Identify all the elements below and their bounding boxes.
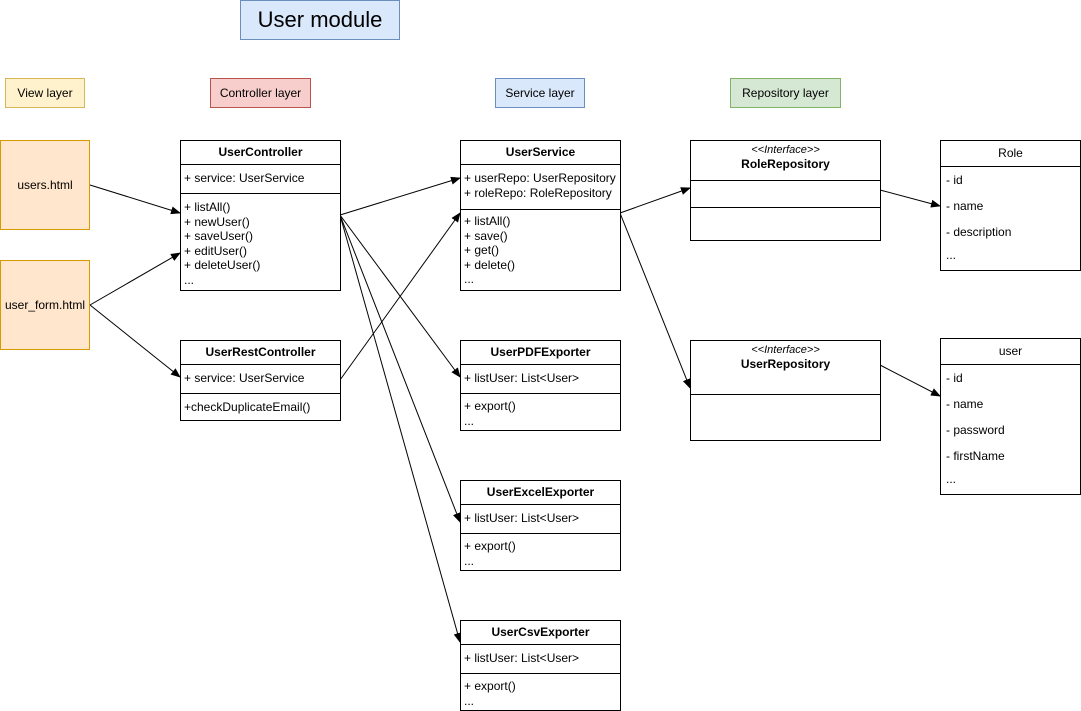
edge-users-to-usercontroller <box>89 184 181 215</box>
method: + get() <box>464 243 500 257</box>
class-name: UserExcelExporter <box>486 485 595 499</box>
entity-name: Role <box>941 141 1080 167</box>
methods-section: + listAll() + newUser() + saveUser() + e… <box>181 193 340 289</box>
attributes-section: + listUser: List<User> <box>461 644 620 673</box>
method: + export() <box>464 539 516 553</box>
method: +checkDuplicateEmail() <box>184 400 311 414</box>
members-section <box>691 394 880 440</box>
methods-section <box>691 207 880 240</box>
entity-field: - description <box>946 225 1012 239</box>
entity-field: - name <box>946 199 984 213</box>
user-pdf-exporter-class: UserPDFExporter + listUser: List<User> +… <box>460 340 621 431</box>
edge-rolerepository-to-role <box>879 189 941 208</box>
attributes-section <box>691 180 880 207</box>
role-entity: Role - id - name - description ... <box>940 140 1081 271</box>
method: + listAll() <box>184 200 231 214</box>
method: + deleteUser() <box>184 258 261 272</box>
attributes-section: + userRepo: UserRepository + roleRepo: R… <box>461 164 620 209</box>
user-repository-interface: <<Interface>> UserRepository <box>690 340 881 441</box>
entity-field: - password <box>946 423 1005 437</box>
entity-field: - id <box>946 173 963 187</box>
attribute: + userRepo: UserRepository <box>464 171 616 185</box>
attributes-section: + listUser: List<User> <box>461 504 620 533</box>
class-name: UserRestController <box>205 345 316 359</box>
attribute: + service: UserService <box>184 171 305 185</box>
entity-field: - name <box>946 397 984 411</box>
diagram-title: User module <box>240 0 400 40</box>
edge-usercontroller-to-userservice <box>339 176 461 216</box>
user-entity: user - id - name - password - firstName … <box>940 338 1081 495</box>
interface-header: <<Interface>> RoleRepository <box>691 141 880 180</box>
stereotype-label: <<Interface>> <box>751 144 820 156</box>
attribute: + listUser: List<User> <box>464 511 580 525</box>
entity-name: user <box>941 339 1080 365</box>
method: + newUser() <box>184 214 250 229</box>
edge-userform-to-userrestcontroller <box>89 304 181 378</box>
method-ellipsis: ... <box>184 272 195 287</box>
user-controller-class: UserController + service: UserService + … <box>180 140 341 291</box>
class-name: UserRepository <box>740 357 831 371</box>
interface-header: <<Interface>> UserRepository <box>691 341 880 394</box>
attribute: + listUser: List<User> <box>464 651 580 665</box>
edge-userservice-to-rolerepository <box>619 187 691 214</box>
attributes-section: + service: UserService <box>181 164 340 193</box>
users-html-page: users.html <box>0 140 90 230</box>
edge-usercontroller-to-csvexporter <box>339 214 462 643</box>
class-name: UserCsvExporter <box>491 625 590 639</box>
user-service-class: UserService + userRepo: UserRepository +… <box>460 140 621 291</box>
edge-userservice-to-userrepository <box>619 212 691 389</box>
entity-field: - firstName <box>946 449 1005 463</box>
class-name: RoleRepository <box>741 157 830 171</box>
class-name: UserController <box>218 145 303 159</box>
stereotype-label: <<Interface>> <box>751 344 820 356</box>
methods-section: + export() ... <box>461 393 620 430</box>
entity-field: - id <box>946 371 963 385</box>
role-repository-interface: <<Interface>> RoleRepository <box>690 140 881 241</box>
entity-ellipsis: ... <box>946 472 957 486</box>
method-ellipsis: ... <box>464 553 475 568</box>
methods-section: + export() ... <box>461 673 620 710</box>
edge-userrepository-to-user <box>879 364 941 397</box>
class-name: UserPDFExporter <box>490 345 591 359</box>
user-rest-controller-class: UserRestController + service: UserServic… <box>180 340 341 421</box>
method: + saveUser() <box>184 229 254 243</box>
methods-section: +checkDuplicateEmail() <box>181 393 340 417</box>
service-layer-label: Service layer <box>495 78 585 108</box>
edge-usercontroller-to-excelexporter <box>339 214 461 523</box>
attributes-section: + service: UserService <box>181 364 340 393</box>
method-ellipsis: ... <box>464 272 475 286</box>
method: + export() <box>464 679 516 693</box>
user-form-html-page: user_form.html <box>0 260 90 350</box>
attribute: + roleRepo: RoleRepository <box>464 185 612 200</box>
method: + editUser() <box>184 243 248 258</box>
attributes-section: + listUser: List<User> <box>461 364 620 393</box>
method-ellipsis: ... <box>464 693 475 708</box>
class-name: UserService <box>505 145 576 159</box>
edge-usercontroller-to-pdfexporter <box>339 214 461 378</box>
controller-layer-label: Controller layer <box>210 78 311 108</box>
method: + listAll() <box>464 214 511 228</box>
attribute: + service: UserService <box>184 371 305 385</box>
method: + delete() <box>464 257 516 272</box>
edge-userrestcontroller-to-userservice <box>339 212 461 381</box>
repository-layer-label: Repository layer <box>730 78 841 108</box>
user-csv-exporter-class: UserCsvExporter + listUser: List<User> +… <box>460 620 621 711</box>
methods-section: + export() ... <box>461 533 620 570</box>
view-layer-label: View layer <box>5 78 85 108</box>
user-excel-exporter-class: UserExcelExporter + listUser: List<User>… <box>460 480 621 571</box>
method-ellipsis: ... <box>464 413 475 428</box>
attribute: + listUser: List<User> <box>464 371 580 385</box>
entity-ellipsis: ... <box>946 248 957 262</box>
methods-section: + listAll() + save() + get() + delete() … <box>461 209 620 289</box>
method: + export() <box>464 399 516 413</box>
method: + save() <box>464 228 508 243</box>
edge-userform-to-usercontroller <box>89 252 181 306</box>
